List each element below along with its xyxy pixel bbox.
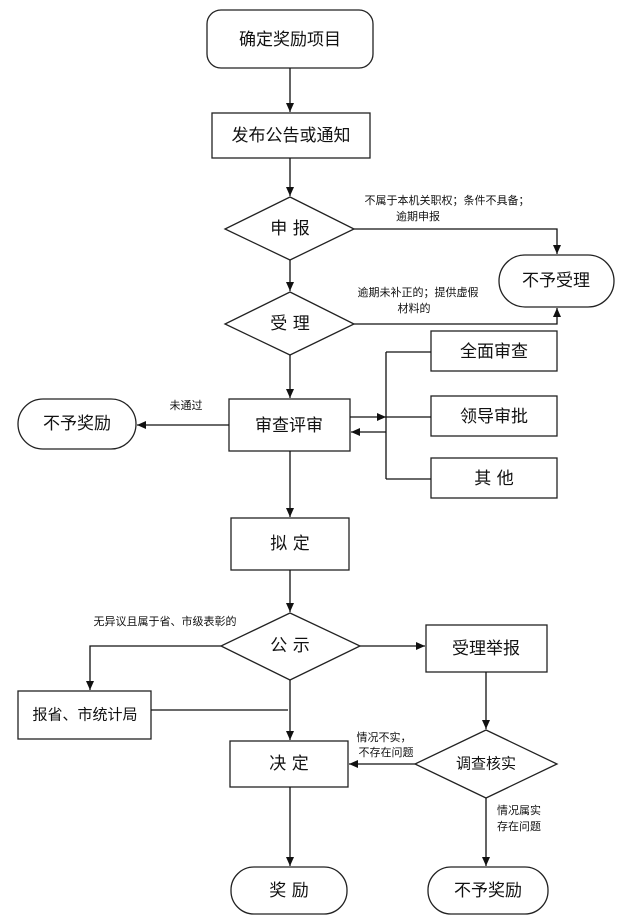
node-full-review: 全面审查 <box>430 330 558 372</box>
edge-publicity-to-report-stats <box>86 645 221 690</box>
edge-label-not-passed: 未通过 <box>170 399 203 412</box>
edge-label-accept-reject-2: 材料的 <box>398 301 431 315</box>
node-accept-report: 受理举报 <box>425 624 548 673</box>
node-award-label: 奖 励 <box>269 881 308 901</box>
node-investigate: 调查核实 <box>413 729 559 799</box>
edge-label-declare-reject-1: 不属于本机关职权；条件不具备； <box>365 193 530 207</box>
edge-declare-to-not-accepted <box>354 228 561 254</box>
node-report-city-stats-label: 报省、市统计局 <box>32 706 137 724</box>
node-other: 其 他 <box>430 457 558 499</box>
edge-label-accept-reject-1: 逾期未补正的；提供虚假 <box>358 285 479 299</box>
node-other-label: 其 他 <box>474 469 513 489</box>
node-draft-label: 拟 定 <box>270 534 309 554</box>
edge-accept-to-not-accepted <box>354 308 561 325</box>
node-publish-notice: 发布公告或通知 <box>211 112 371 159</box>
edge-label-declare-reject-2: 逾期申报 <box>396 209 440 223</box>
node-not-accepted-label: 不予受理 <box>522 271 590 291</box>
node-report-city-stats: 报省、市统计局 <box>17 690 152 740</box>
node-declare: 申 报 <box>223 196 356 261</box>
edge-label-true-1: 情况属实 <box>497 803 541 817</box>
edge-label-untrue-2: 不存在问题 <box>359 745 414 759</box>
node-no-award-bottom-label: 不予奖励 <box>454 881 522 901</box>
node-publicity-label: 公 示 <box>270 636 309 656</box>
node-review-evaluation-label: 审查评审 <box>255 416 323 436</box>
node-accept-report-label: 受理举报 <box>452 639 520 659</box>
node-leader-approval-label: 领导审批 <box>460 407 528 427</box>
node-leader-approval: 领导审批 <box>430 395 558 437</box>
node-determine-award-item-label: 确定奖励项目 <box>239 30 341 50</box>
node-decision-label: 决 定 <box>269 754 308 774</box>
node-not-accepted: 不予受理 <box>498 254 615 308</box>
edge-label-true-2: 存在问题 <box>497 819 541 833</box>
node-accept: 受 理 <box>223 291 356 356</box>
edge-label-no-objection: 无异议且属于省、市级表彰的 <box>94 614 237 628</box>
node-full-review-label: 全面审查 <box>460 342 528 362</box>
node-no-award-bottom: 不予奖励 <box>427 866 549 915</box>
node-decision: 决 定 <box>229 740 349 788</box>
node-no-award-left-label: 不予奖励 <box>43 414 111 434</box>
edge-review-bracket <box>350 351 431 480</box>
node-no-award-left: 不予奖励 <box>17 398 137 450</box>
node-accept-label: 受 理 <box>270 314 309 334</box>
node-publish-notice-label: 发布公告或通知 <box>232 126 351 146</box>
node-publicity: 公 示 <box>219 612 362 681</box>
node-determine-award-item: 确定奖励项目 <box>206 9 374 69</box>
node-investigate-label: 调查核实 <box>456 755 516 773</box>
node-draft: 拟 定 <box>230 517 350 571</box>
node-declare-label: 申 报 <box>270 219 309 239</box>
node-review-evaluation: 审查评审 <box>228 398 351 452</box>
node-award: 奖 励 <box>230 866 348 915</box>
edge-label-untrue-1: 情况不实， <box>357 730 412 744</box>
